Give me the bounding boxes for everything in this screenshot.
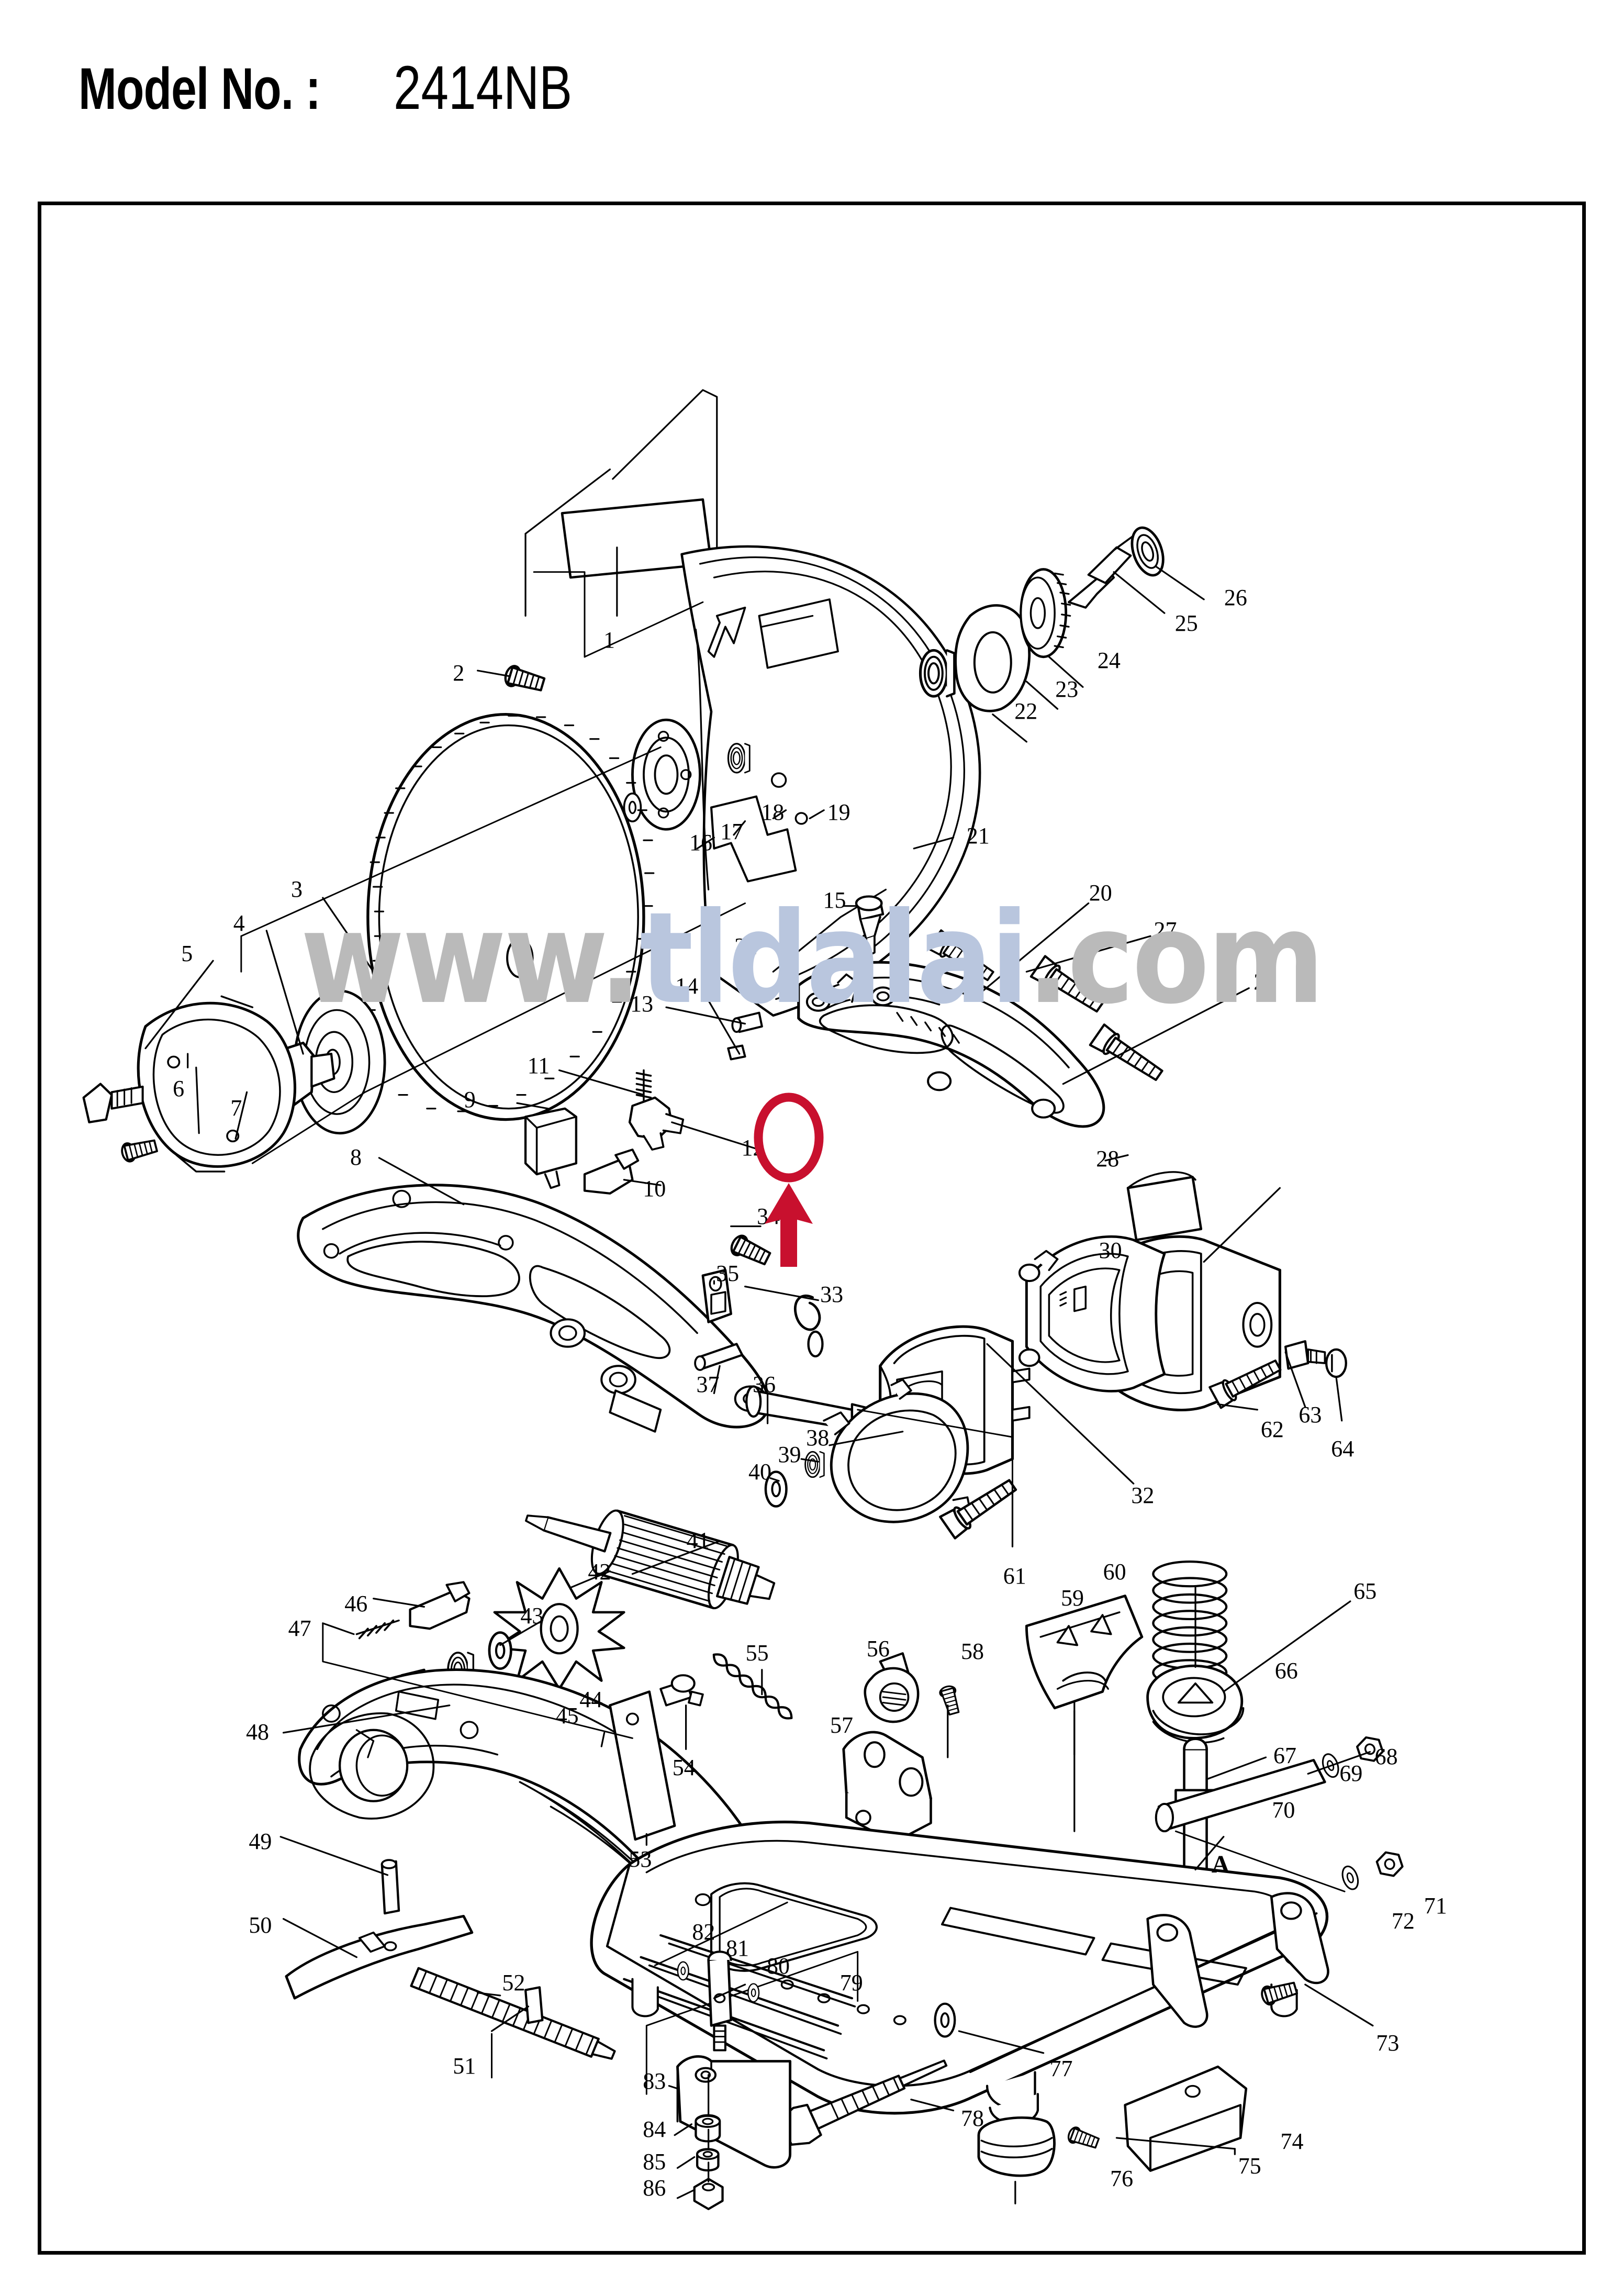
part-number-83: 83	[643, 2068, 666, 2094]
part-number-62: 62	[1260, 1417, 1284, 1443]
part-number-38: 38	[806, 1425, 830, 1451]
part-number-74: 74	[1280, 2128, 1304, 2155]
part-number-43: 43	[520, 1603, 544, 1629]
part-number-A: A	[1211, 1851, 1230, 1879]
part-number-65: 65	[1353, 1578, 1377, 1604]
part-number-59: 59	[1060, 1585, 1084, 1611]
part-number-27: 27	[1154, 917, 1177, 943]
part-number-76: 76	[1110, 2165, 1134, 2191]
part-number-3: 3	[291, 876, 303, 902]
part-number-73: 73	[1376, 2030, 1400, 2056]
part-number-32: 32	[1131, 1482, 1155, 1508]
part-number-77: 77	[1049, 2056, 1073, 2082]
part-number-81: 81	[725, 1935, 749, 1961]
part-number-25: 25	[1174, 610, 1198, 637]
part-number-40: 40	[748, 1459, 771, 1485]
part-number-7: 7	[230, 1095, 242, 1121]
part-number-70: 70	[1272, 1797, 1295, 1823]
part-number-51: 51	[453, 2053, 476, 2079]
part-number-63: 63	[1299, 1401, 1322, 1428]
part-number-55: 55	[745, 1640, 769, 1666]
part-number-56: 56	[866, 1635, 890, 1662]
part-number-41: 41	[686, 1528, 710, 1554]
part-number-82: 82	[692, 1919, 715, 1945]
part-number-2: 2	[453, 660, 465, 686]
part-number-18: 18	[761, 799, 785, 826]
part-number-39: 39	[778, 1441, 801, 1467]
part-number-26: 26	[1224, 584, 1247, 610]
part-number-42: 42	[588, 1559, 611, 1585]
part-number-57: 57	[830, 1712, 853, 1738]
part-number-37: 37	[696, 1372, 720, 1398]
part-number-64: 64	[1331, 1436, 1355, 1462]
page-title: Model No. : 2414NB	[79, 52, 617, 131]
part-number-78: 78	[961, 2105, 984, 2131]
part-number-45: 45	[555, 1702, 579, 1729]
part-number-85: 85	[643, 2149, 666, 2175]
part-number-29: 29	[1253, 969, 1277, 995]
part-number-79: 79	[840, 1969, 863, 1996]
part-number-66: 66	[1274, 1657, 1298, 1684]
part-number-8: 8	[350, 1144, 362, 1171]
part-number-17: 17	[720, 818, 744, 844]
part-number-10: 10	[643, 1176, 666, 1202]
part-number-12: 12	[741, 1134, 765, 1161]
part-number-20: 20	[1089, 880, 1112, 906]
part-number-15: 15	[823, 887, 846, 913]
part-number-34: 34	[757, 1203, 780, 1229]
part-number-68: 68	[1374, 1744, 1398, 1770]
part-number-23: 23	[1055, 676, 1079, 702]
part-number-9: 9	[464, 1087, 476, 1113]
model-no-value: 2414NB	[394, 53, 573, 122]
part-number-36: 36	[753, 1372, 776, 1398]
part-number-35: 35	[716, 1261, 740, 1287]
part-number-52: 52	[502, 1969, 525, 1996]
part-number-6: 6	[173, 1076, 185, 1102]
part-number-1: 1	[603, 627, 615, 653]
part-number-16: 16	[689, 829, 713, 855]
model-no-label: Model No. :	[79, 56, 321, 121]
part-number-50: 50	[249, 1912, 272, 1938]
part-number-44: 44	[579, 1686, 603, 1712]
part-number-86: 86	[643, 2175, 666, 2201]
part-number-5: 5	[181, 940, 193, 966]
part-number-48: 48	[245, 1719, 269, 1745]
part-number-75: 75	[1238, 2153, 1261, 2179]
part-number-19: 19	[827, 799, 850, 826]
part-number-49: 49	[249, 1829, 272, 1855]
part-number-58: 58	[961, 1639, 984, 1664]
part-number-61: 61	[1003, 1563, 1026, 1589]
diagram-frame	[38, 202, 1586, 2255]
part-number-31: 31	[734, 933, 758, 960]
part-number-53: 53	[629, 1846, 652, 1873]
part-number-4: 4	[233, 910, 245, 936]
exploded-view-drawing	[41, 205, 1590, 2258]
part-number-24: 24	[1097, 647, 1121, 673]
part-number-84: 84	[643, 2116, 666, 2142]
part-number-33: 33	[820, 1281, 844, 1307]
part-number-30: 30	[1099, 1237, 1122, 1263]
part-number-21: 21	[966, 822, 990, 849]
part-number-47: 47	[288, 1615, 311, 1641]
part-number-13: 13	[630, 991, 654, 1017]
part-number-46: 46	[344, 1590, 368, 1617]
part-number-54: 54	[672, 1755, 696, 1781]
part-number-69: 69	[1339, 1760, 1363, 1786]
part-number-71: 71	[1424, 1893, 1447, 1919]
part-number-80: 80	[766, 1953, 790, 1979]
part-number-11: 11	[527, 1052, 550, 1078]
part-number-67: 67	[1273, 1742, 1297, 1768]
part-number-60: 60	[1103, 1559, 1126, 1585]
part-number-22: 22	[1014, 698, 1038, 724]
part-number-28: 28	[1096, 1145, 1120, 1172]
part-number-72: 72	[1391, 1908, 1415, 1934]
part-number-14: 14	[675, 973, 699, 999]
